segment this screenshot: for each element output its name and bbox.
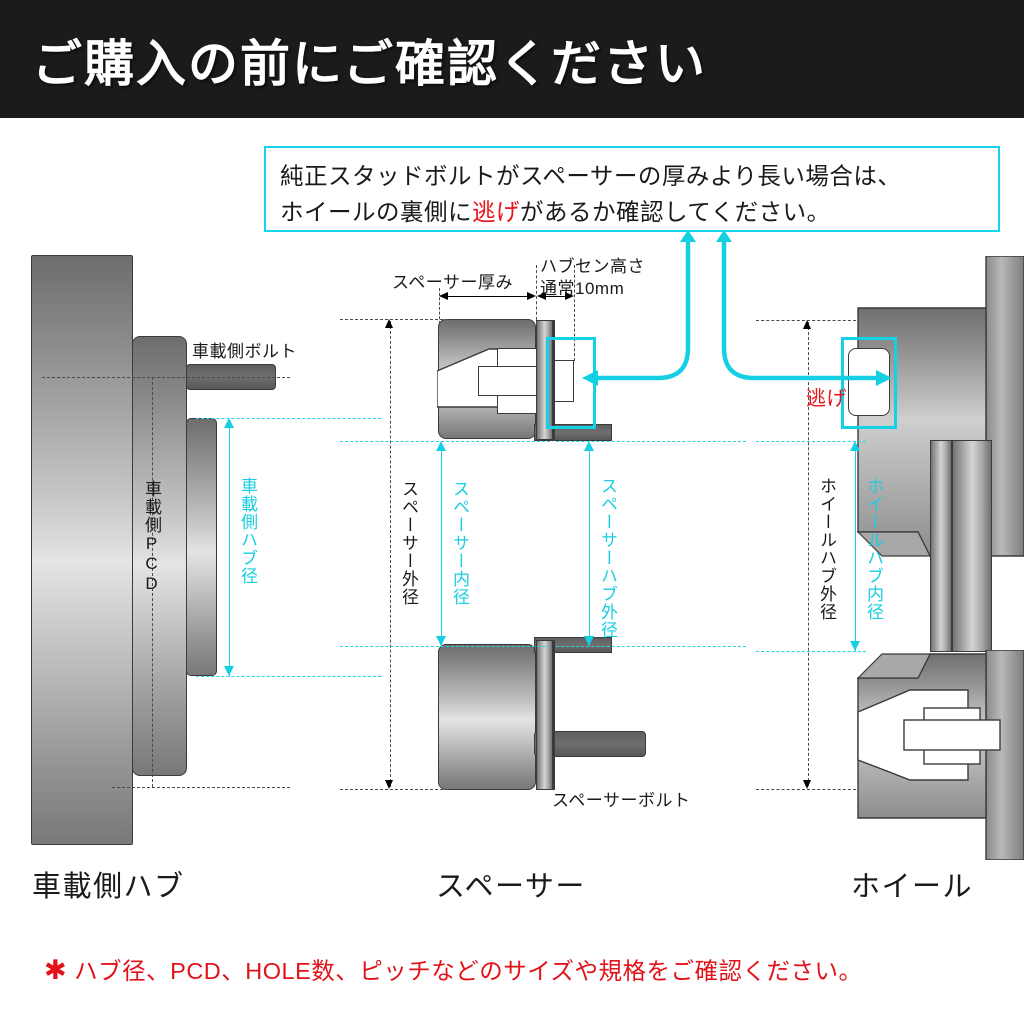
spacer-hub-outer-diameter-arrow-down-icon: [584, 636, 594, 646]
hub-diameter-arrow-down-icon: [224, 666, 234, 676]
wheel-hub-outer-diameter-arrow-up-icon: [803, 320, 811, 329]
callout-line-2: ホイールの裏側に逃げがあるか確認してください。: [280, 193, 831, 227]
spacer-inner-diameter-bottom-rail: [340, 646, 550, 647]
spacer-inner-diameter-arrow-down-icon: [436, 636, 446, 646]
wheel-hub-inner-diameter-bottom-rail: [756, 651, 866, 652]
caption-vehicle-hub: 車載側ハブ: [32, 871, 185, 903]
wheel-hub-bore-wall: [930, 440, 952, 652]
hub-center-boss: [186, 418, 217, 676]
callout-highlight-nige: 逃げ: [472, 199, 520, 225]
footer-note: ✱ ハブ径、PCD、HOLE数、ピッチなどのサイズや規格をご確認ください。: [44, 952, 863, 986]
wheel-hub-outer-diameter-label: ホイールハブ外径: [817, 477, 836, 621]
wheel-hub-inner-diameter-top-rail: [756, 441, 866, 442]
hub-pcd-top-rail: [42, 377, 290, 378]
caption-spacer: スペーサー: [436, 871, 586, 903]
hub-bolt-label: 車載側ボルト: [192, 342, 297, 361]
spacer-thickness-arrow-left-icon: [439, 292, 448, 300]
hub-diameter-top-rail: [196, 418, 381, 419]
spacer-outer-diameter-bottom-rail: [340, 789, 448, 790]
spacer-outer-diameter-top-rail: [340, 319, 448, 320]
page-title: ご購入の前にご確認ください: [32, 36, 707, 92]
spacer-thickness-label: スペーサー厚み: [392, 273, 513, 292]
callout-line-2-part-a: ホイールの裏側に: [280, 199, 472, 225]
hub-pcd-bottom-rail: [112, 787, 290, 788]
callout-line-2-part-b: があるか確認してください。: [520, 199, 831, 225]
spacer-hub-outer-diameter-top-rail: [556, 441, 746, 442]
spacer-inner-diameter-arrow-up-icon: [436, 441, 446, 451]
hub-rotor-plate: [31, 255, 133, 845]
spacer-thickness-left-extension: [439, 288, 440, 324]
hub-center-height-arrow-right-icon: [565, 292, 574, 300]
wheel-lower-profile: [838, 649, 1024, 861]
spacer-hub-outer-diameter-dimension-line: [589, 443, 590, 646]
wheel-hub-inner-diameter-arrow-down-icon: [850, 641, 860, 651]
spacer-thickness-arrow-right-icon: [527, 292, 536, 300]
wheel-hub-outer-diameter-dimension-line: [808, 322, 809, 786]
spacer-hub-outer-diameter-label: スペーサーハブ外径: [598, 477, 617, 639]
wheel-hub-inner-diameter-dimension-line: [855, 443, 856, 651]
callout-leader-left: [582, 230, 696, 386]
wheel-relief-label: 逃げ: [806, 388, 847, 410]
hub-center-height-dimension-line: [540, 296, 570, 297]
spacer-hub-center-ring-upper: [553, 320, 555, 440]
spacer-inner-diameter-label: スペーサー内径: [450, 480, 469, 606]
wheel-hub-inner-diameter-label: ホイールハブ内径: [864, 477, 883, 621]
hub-center-height-label-line1: ハブセン高さ: [540, 257, 645, 276]
wheel-hub-outer-diameter-arrow-down-icon: [803, 780, 811, 789]
footer-note-text: ハブ径、PCD、HOLE数、ピッチなどのサイズや規格をご確認ください。: [74, 958, 863, 984]
wheel-lower-profile-svg: [856, 649, 1024, 861]
spacer-body-lower: [438, 644, 536, 790]
wheel-hub-outer-diameter-bottom-rail: [756, 789, 856, 790]
footer-star-icon: ✱: [44, 955, 68, 985]
hub-center-height-arrow-left-icon: [537, 292, 546, 300]
wheel-rim-wall-middle: [952, 440, 992, 652]
hub-center-height-label-line2: 通常10mm: [540, 279, 625, 298]
spacer-outer-diameter-dimension-line: [390, 321, 391, 787]
hub-center-height-right-extension: [574, 265, 575, 361]
hub-pcd-label: 車載側PCD: [142, 480, 161, 594]
spacer-bolt-label: スペーサーボルト: [552, 791, 691, 810]
callout-line-1: 純正スタッドボルトがスペーサーの厚みより長い場合は、: [280, 163, 902, 189]
spacer-thickness-dimension-line: [443, 296, 532, 297]
spacer-thickness-right-extension: [536, 265, 537, 325]
page-header: ご購入の前にご確認ください: [0, 0, 1024, 118]
wheel-hub-inner-diameter-arrow-up-icon: [850, 441, 860, 451]
spacer-inner-diameter-dimension-line: [441, 443, 442, 646]
spacer-hub-outer-diameter-bottom-rail: [556, 646, 746, 647]
hub-flange: [132, 336, 187, 776]
spacer-hub-center-ring-lower: [553, 640, 555, 790]
warning-callout-box: 純正スタッドボルトがスペーサーの厚みより長い場合は、 ホイールの裏側に逃げがある…: [264, 146, 1000, 232]
spacer-bore-wall-lower: [536, 640, 553, 790]
spacer-outer-diameter-arrow-up-icon: [385, 319, 393, 328]
callout-leader-right: [716, 230, 892, 386]
hub-diameter-dimension-line: [229, 420, 230, 676]
spacer-hub-outer-diameter-arrow-up-icon: [584, 441, 594, 451]
hub-diameter-arrow-up-icon: [224, 418, 234, 428]
wheel-relief-highlight: [841, 337, 897, 429]
hub-diameter-bottom-rail: [196, 676, 381, 677]
hub-diameter-label: 車載側ハブ径: [238, 477, 257, 585]
spacer-outer-diameter-arrow-down-icon: [385, 780, 393, 789]
hub-pcd-dimension-line: [152, 377, 153, 787]
spacer-outer-diameter-label: スペーサー外径: [399, 480, 418, 606]
caption-wheel: ホイール: [851, 871, 974, 903]
